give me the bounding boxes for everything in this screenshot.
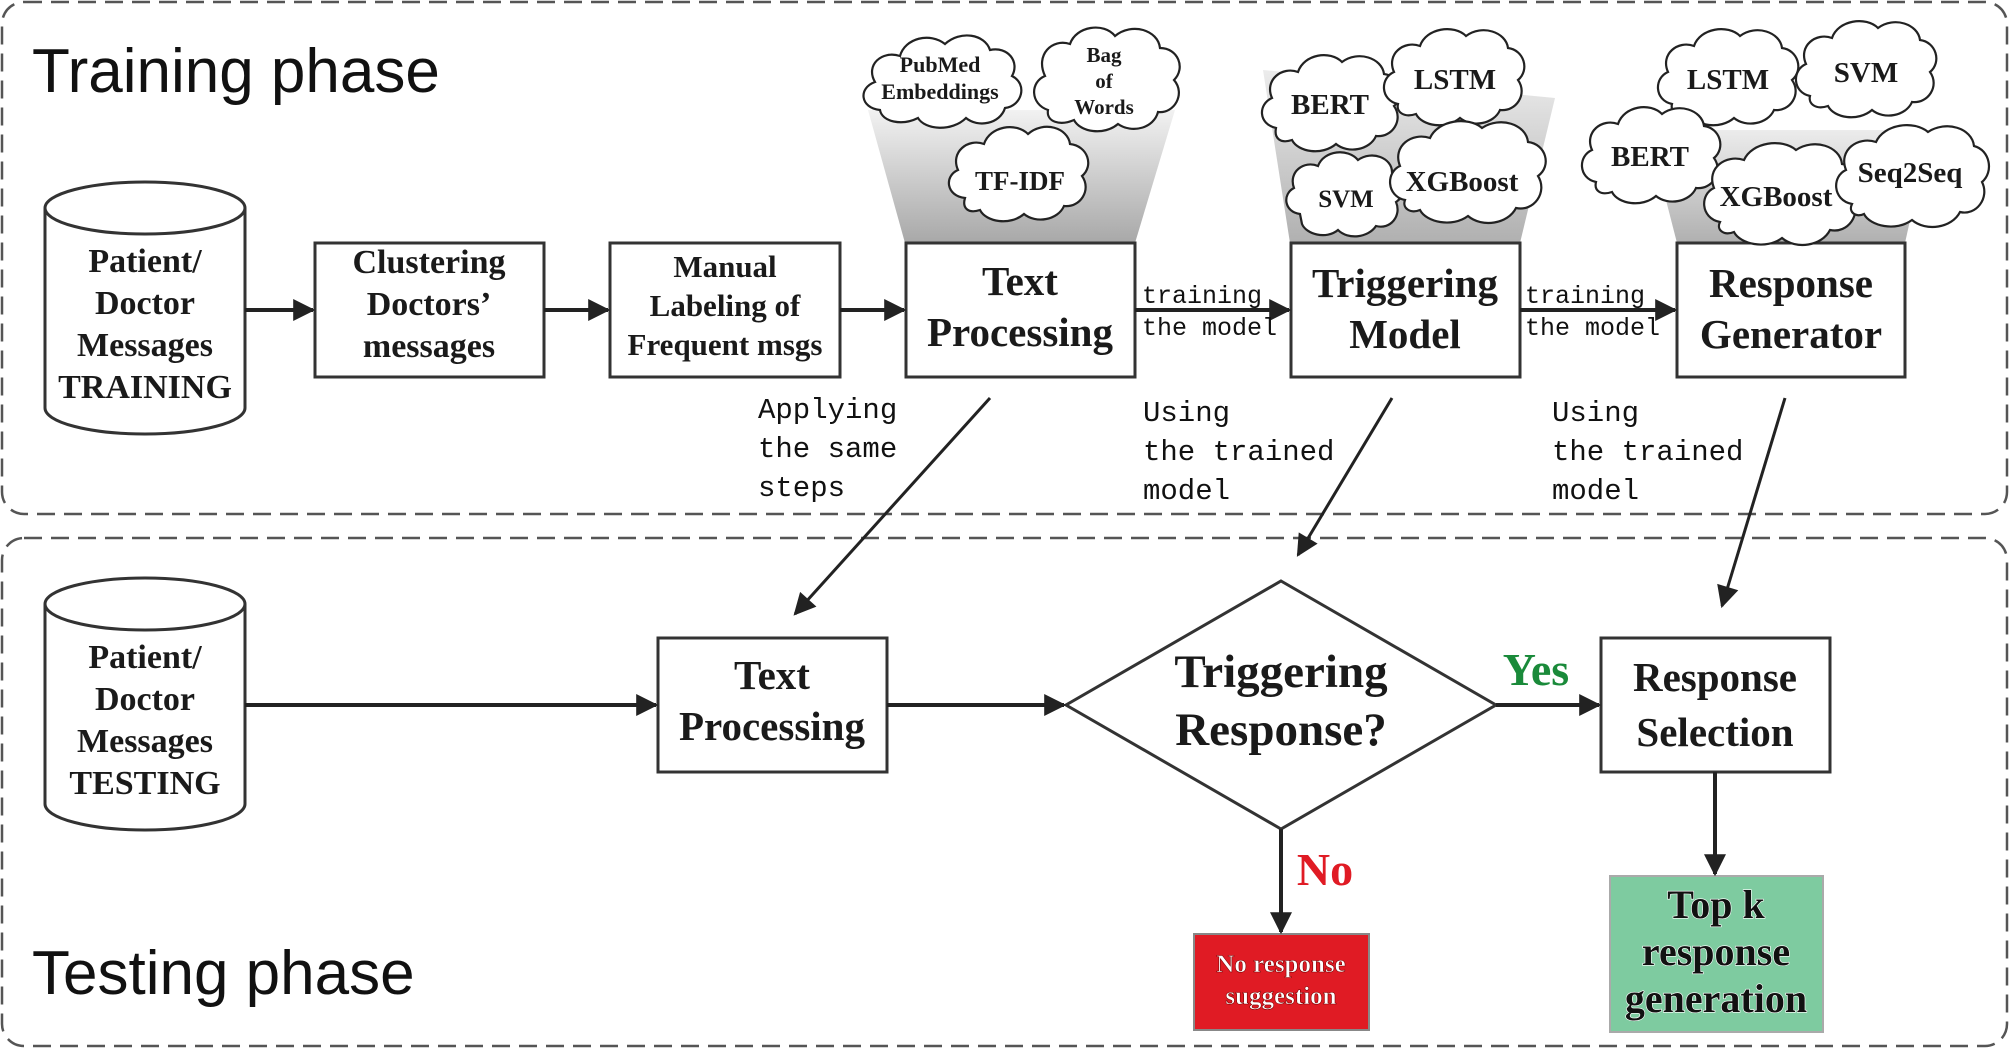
trigger-lstm-label: LSTM bbox=[1414, 64, 1496, 96]
cloud-tf-idf: TF-IDF bbox=[947, 125, 1090, 223]
clustering-box: Clustering Doctors’ messages bbox=[313, 241, 546, 379]
edge-training-1-line-1: training bbox=[1142, 282, 1262, 311]
training-phase-container bbox=[0, 0, 2009, 516]
pubmed-line-1: PubMed bbox=[900, 52, 981, 77]
trigger-xgboost-label: XGBoost bbox=[1406, 166, 1519, 198]
training-text-processing-line-1: Text bbox=[982, 258, 1058, 304]
generator-bert-label: BERT bbox=[1611, 141, 1689, 173]
manual-labeling-box: Manual Labeling of Frequent msgs bbox=[608, 241, 842, 379]
top-k-line-1: Top k bbox=[1667, 882, 1765, 927]
cloud-seq2seq-generator: Seq2Seq bbox=[1835, 124, 1991, 229]
training-db-line-3: Messages bbox=[77, 327, 213, 364]
manual-labeling-line-3: Frequent msgs bbox=[628, 327, 823, 362]
clustering-line-2: Doctors’ bbox=[367, 286, 492, 323]
training-text-processing-box: Text Processing bbox=[904, 241, 1137, 379]
triggering-model-box: Triggering Model bbox=[1289, 241, 1522, 379]
manual-labeling-line-1: Manual bbox=[673, 249, 777, 284]
testing-text-processing-line-1: Text bbox=[734, 652, 810, 698]
training-db-line-2: Doctor bbox=[95, 285, 195, 322]
cloud-lstm-trigger: LSTM bbox=[1382, 28, 1526, 127]
cloud-xgboost-generator: XGBoost bbox=[1703, 142, 1861, 247]
decision-line-1: Triggering bbox=[1174, 646, 1388, 698]
cloud-xgboost-trigger: XGBoost bbox=[1389, 120, 1547, 225]
testing-text-processing-line-2: Processing bbox=[679, 703, 866, 749]
clustering-line-1: Clustering bbox=[353, 244, 506, 281]
top-k-line-2: response bbox=[1642, 929, 1790, 974]
response-selection-line-2: Selection bbox=[1636, 709, 1793, 755]
note-applying-line-2: the same bbox=[758, 433, 897, 466]
edge-training-2-line-2: the model bbox=[1525, 314, 1660, 343]
testing-database: Patient/ Doctor Messages TESTING bbox=[43, 576, 247, 832]
cloud-svm-generator: SVM bbox=[1794, 20, 1938, 119]
yes-label: Yes bbox=[1503, 644, 1569, 695]
note-applying-line-3: steps bbox=[758, 472, 845, 505]
top-k-box: Top k response generation bbox=[1609, 875, 1824, 1033]
edge-training-2-line-1: training bbox=[1525, 282, 1645, 311]
trigger-svm-label: SVM bbox=[1318, 186, 1374, 213]
edge-training-1-line-2: the model bbox=[1142, 314, 1277, 343]
arrow-using-trained-trigger bbox=[1296, 397, 1394, 557]
cloud-bert-generator: BERT bbox=[1580, 106, 1722, 205]
cloud-svm-trigger: SVM bbox=[1285, 151, 1405, 238]
clustering-line-3: messages bbox=[363, 328, 495, 365]
training-database: Patient/ Doctor Messages TRAINING bbox=[43, 180, 247, 436]
no-label: No bbox=[1297, 844, 1353, 895]
pubmed-line-2: Embeddings bbox=[881, 79, 999, 104]
generator-svm-label: SVM bbox=[1834, 57, 1898, 89]
cloud-bag-of-words: Bag of Words bbox=[1033, 26, 1181, 133]
triggering-model-line-1: Triggering bbox=[1312, 260, 1498, 306]
testing-db-line-4: TESTING bbox=[69, 765, 220, 802]
response-selection-box: Response Selection bbox=[1599, 636, 1832, 774]
generator-seq2seq-label: Seq2Seq bbox=[1858, 157, 1963, 189]
testing-phase-container bbox=[0, 536, 2009, 1048]
note-using-2-line-2: the trained bbox=[1552, 436, 1743, 469]
note-using-2-line-1: Using bbox=[1552, 397, 1639, 430]
manual-labeling-line-2: Labeling of bbox=[650, 288, 801, 323]
response-selection-line-1: Response bbox=[1633, 654, 1797, 700]
response-generator-line-2: Generator bbox=[1700, 311, 1882, 357]
response-generator-line-1: Response bbox=[1709, 260, 1873, 306]
testing-db-line-3: Messages bbox=[77, 723, 213, 760]
arrow-using-trained-generator bbox=[1717, 397, 1787, 609]
cloud-bert-trigger: BERT bbox=[1260, 54, 1402, 153]
decision-line-2: Response? bbox=[1175, 704, 1387, 756]
testing-db-line-1: Patient/ bbox=[88, 639, 202, 676]
response-generator-box: Response Generator bbox=[1675, 241, 1907, 379]
top-k-line-3: generation bbox=[1625, 976, 1807, 1021]
training-phase-label: Training phase bbox=[32, 37, 440, 106]
training-db-line-4: TRAINING bbox=[58, 369, 232, 406]
tfidf-label: TF-IDF bbox=[975, 166, 1065, 196]
note-using-1-line-3: model bbox=[1143, 475, 1230, 508]
training-db-line-1: Patient/ bbox=[88, 243, 202, 280]
note-using-1-line-1: Using bbox=[1143, 397, 1230, 430]
bow-line-1: Bag bbox=[1086, 43, 1122, 67]
testing-phase-label: Testing phase bbox=[32, 939, 415, 1008]
cloud-lstm-generator: LSTM bbox=[1656, 28, 1800, 127]
cloud-pubmed-embeddings: PubMed Embeddings bbox=[862, 34, 1023, 129]
note-using-1-line-2: the trained bbox=[1143, 436, 1334, 469]
testing-text-processing-box: Text Processing bbox=[656, 636, 889, 774]
arrow-applying-steps bbox=[793, 396, 992, 616]
note-using-2-line-3: model bbox=[1552, 475, 1639, 508]
testing-db-line-2: Doctor bbox=[95, 681, 195, 718]
no-response-box: No response suggestion bbox=[1193, 933, 1370, 1031]
generator-xgboost-label: XGBoost bbox=[1720, 181, 1833, 213]
note-applying-line-1: Applying bbox=[758, 394, 897, 427]
trigger-bert-label: BERT bbox=[1291, 89, 1369, 121]
bow-line-2: of bbox=[1095, 69, 1114, 93]
generator-lstm-label: LSTM bbox=[1687, 64, 1769, 96]
triggering-decision-diamond: Triggering Response? bbox=[1062, 579, 1500, 831]
triggering-model-line-2: Model bbox=[1349, 311, 1461, 357]
bow-line-3: Words bbox=[1074, 95, 1134, 119]
no-response-line-2: suggestion bbox=[1225, 983, 1336, 1010]
training-text-processing-line-2: Processing bbox=[927, 309, 1114, 355]
no-response-line-1: No response bbox=[1216, 951, 1345, 978]
